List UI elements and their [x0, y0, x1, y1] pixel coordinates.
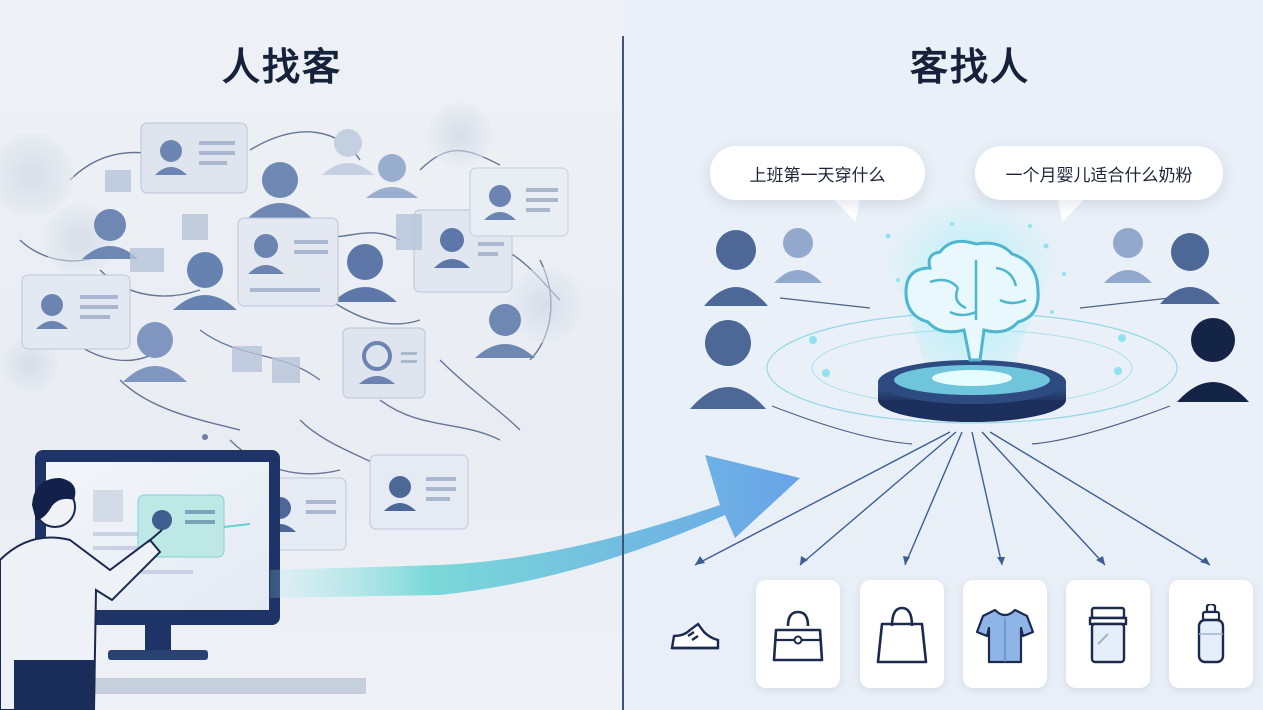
- profile-cards: [21, 122, 569, 551]
- query-text: 一个月婴儿适合什么奶粉: [1005, 165, 1193, 186]
- query-bubble-formula: 一个月婴儿适合什么奶粉: [975, 146, 1223, 200]
- product-card-tote[interactable]: [860, 580, 944, 688]
- people-network-illustration: [0, 103, 583, 710]
- tshirt-icon: [975, 608, 1035, 664]
- person-icon-group-right: [1104, 228, 1249, 402]
- handbag-icon: [772, 610, 824, 662]
- product-card-tshirt[interactable]: [963, 580, 1047, 688]
- tote-bag-icon: [876, 606, 928, 664]
- distribution-lines: [694, 431, 1211, 566]
- person-icon-group: [82, 129, 535, 382]
- milk-powder-jar-icon: [1088, 606, 1128, 664]
- product-card-formula[interactable]: [1066, 580, 1150, 688]
- person-icon-group-left: [690, 228, 822, 409]
- monitor-icon: [35, 450, 280, 660]
- baby-bottle-icon: [1197, 604, 1225, 664]
- center-divider: [622, 36, 624, 710]
- brain-icon: [904, 239, 1040, 362]
- query-text: 上班第一天穿什么: [749, 165, 886, 186]
- product-card-handbag[interactable]: [756, 580, 840, 688]
- person-pointing-illustration: [0, 478, 163, 710]
- query-bubble-outfit: 上班第一天穿什么: [710, 146, 925, 200]
- title-right: 客找人: [910, 45, 1031, 89]
- product-card-bottle[interactable]: [1169, 580, 1253, 688]
- title-left: 人找客: [222, 45, 343, 89]
